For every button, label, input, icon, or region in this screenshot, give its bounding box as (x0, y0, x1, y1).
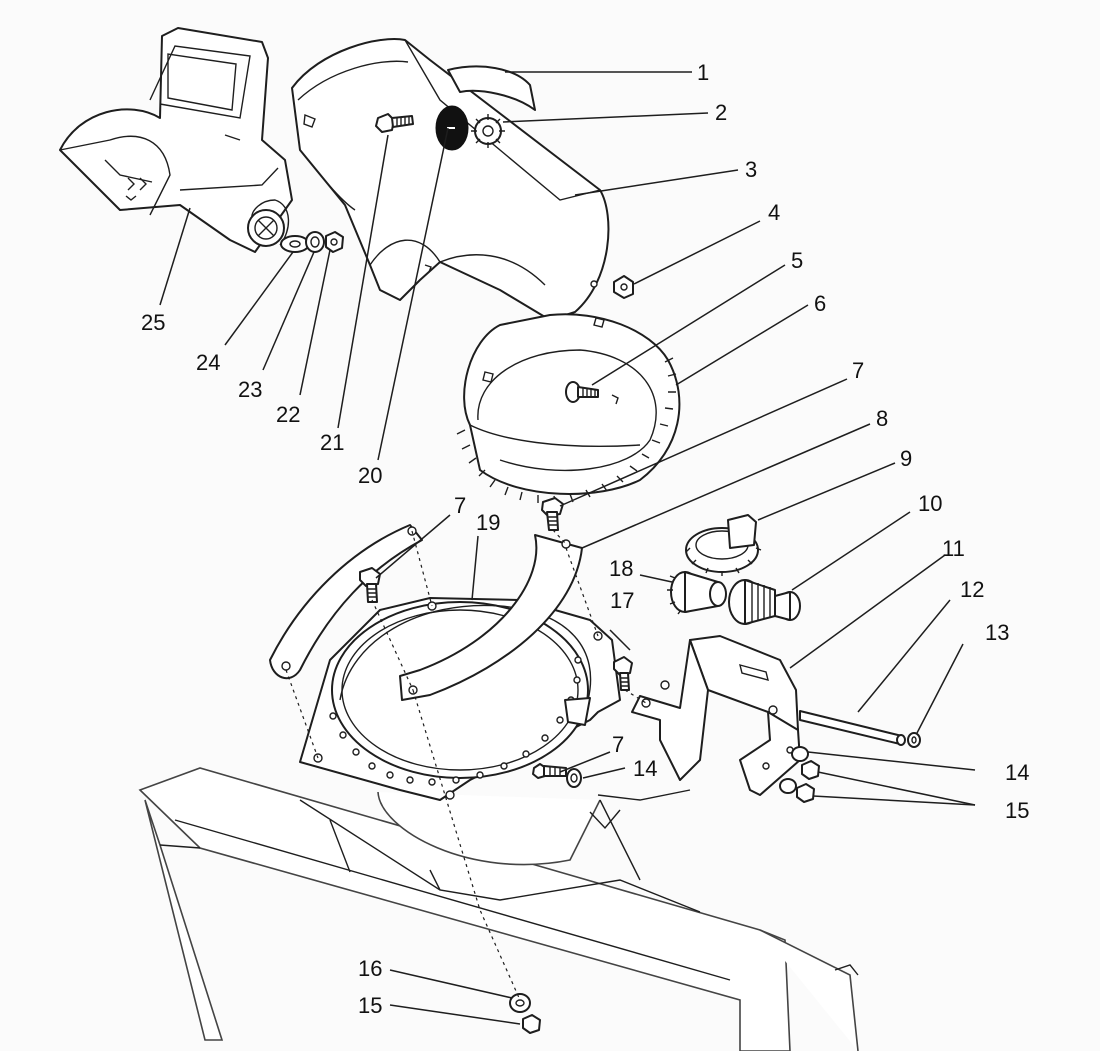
callout-11: 11 (942, 536, 965, 561)
ring-gear-part-6 (456, 313, 681, 505)
pinion-part-18 (667, 571, 727, 615)
callout-5: 5 (791, 248, 803, 273)
bevel-gear-part-9 (685, 514, 762, 576)
callout-1: 1 (697, 60, 709, 85)
callout-25: 25 (141, 310, 165, 335)
callout-7-upper: 7 (852, 358, 864, 383)
callout-18: 18 (609, 556, 633, 581)
gear-bracket-part-11 (631, 635, 801, 796)
callout-3: 3 (745, 157, 757, 182)
callout-9: 9 (900, 446, 912, 471)
washer-part-15-right-lower (779, 778, 797, 794)
shaft-part-12 (799, 710, 906, 746)
chute-deflector-part-25 (59, 27, 293, 253)
callout-10: 10 (918, 491, 942, 516)
callout-7-left: 7 (454, 493, 466, 518)
star-washer-part-2 (471, 114, 505, 148)
callout-13: 13 (985, 620, 1009, 645)
callout-19: 19 (476, 510, 500, 535)
callout-labels: 1 2 3 4 5 6 7 8 9 10 11 12 13 14 15 17 1… (141, 60, 1029, 1018)
callout-24: 24 (196, 350, 220, 375)
nut-part-15-right-lower (796, 783, 815, 803)
washer-part-14-right (791, 746, 809, 762)
bolt-part-21 (375, 113, 414, 133)
callout-15-right: 15 (1005, 798, 1029, 823)
housing-outline (138, 767, 859, 1051)
nut-part-15-bottom (522, 1014, 541, 1034)
callout-6: 6 (814, 291, 826, 316)
upper-chute-part-3 (291, 38, 610, 321)
callout-15-bottom: 15 (358, 993, 382, 1018)
callout-17: 17 (610, 588, 634, 613)
alignment-lines (285, 529, 647, 1001)
clip-part-13 (907, 732, 921, 748)
callout-21: 21 (320, 430, 344, 455)
shaft-gear-part-10 (728, 579, 801, 625)
nut-part-15-right-upper (801, 760, 820, 780)
callout-16: 16 (358, 956, 382, 981)
label-part-1 (447, 65, 536, 111)
callout-14-right: 14 (1005, 760, 1029, 785)
callout-12: 12 (960, 577, 984, 602)
bolt-part-8 (541, 497, 564, 531)
bolt-part-7-lower (532, 763, 567, 779)
callout-22: 22 (276, 402, 300, 427)
callout-14-lower: 14 (633, 756, 657, 781)
washer-part-14-lower (566, 768, 582, 788)
callout-8: 8 (876, 406, 888, 431)
bolt-part-17 (613, 656, 633, 691)
chute-flange-part-19 (299, 597, 621, 801)
callout-2: 2 (715, 100, 727, 125)
callout-23: 23 (238, 377, 262, 402)
callout-4: 4 (768, 200, 780, 225)
leader-lines (159, 71, 976, 1025)
screw-part-5 (565, 381, 599, 403)
bolt-part-7-upper (359, 567, 381, 603)
callout-20: 20 (358, 463, 382, 488)
callout-7-lower: 7 (612, 732, 624, 757)
